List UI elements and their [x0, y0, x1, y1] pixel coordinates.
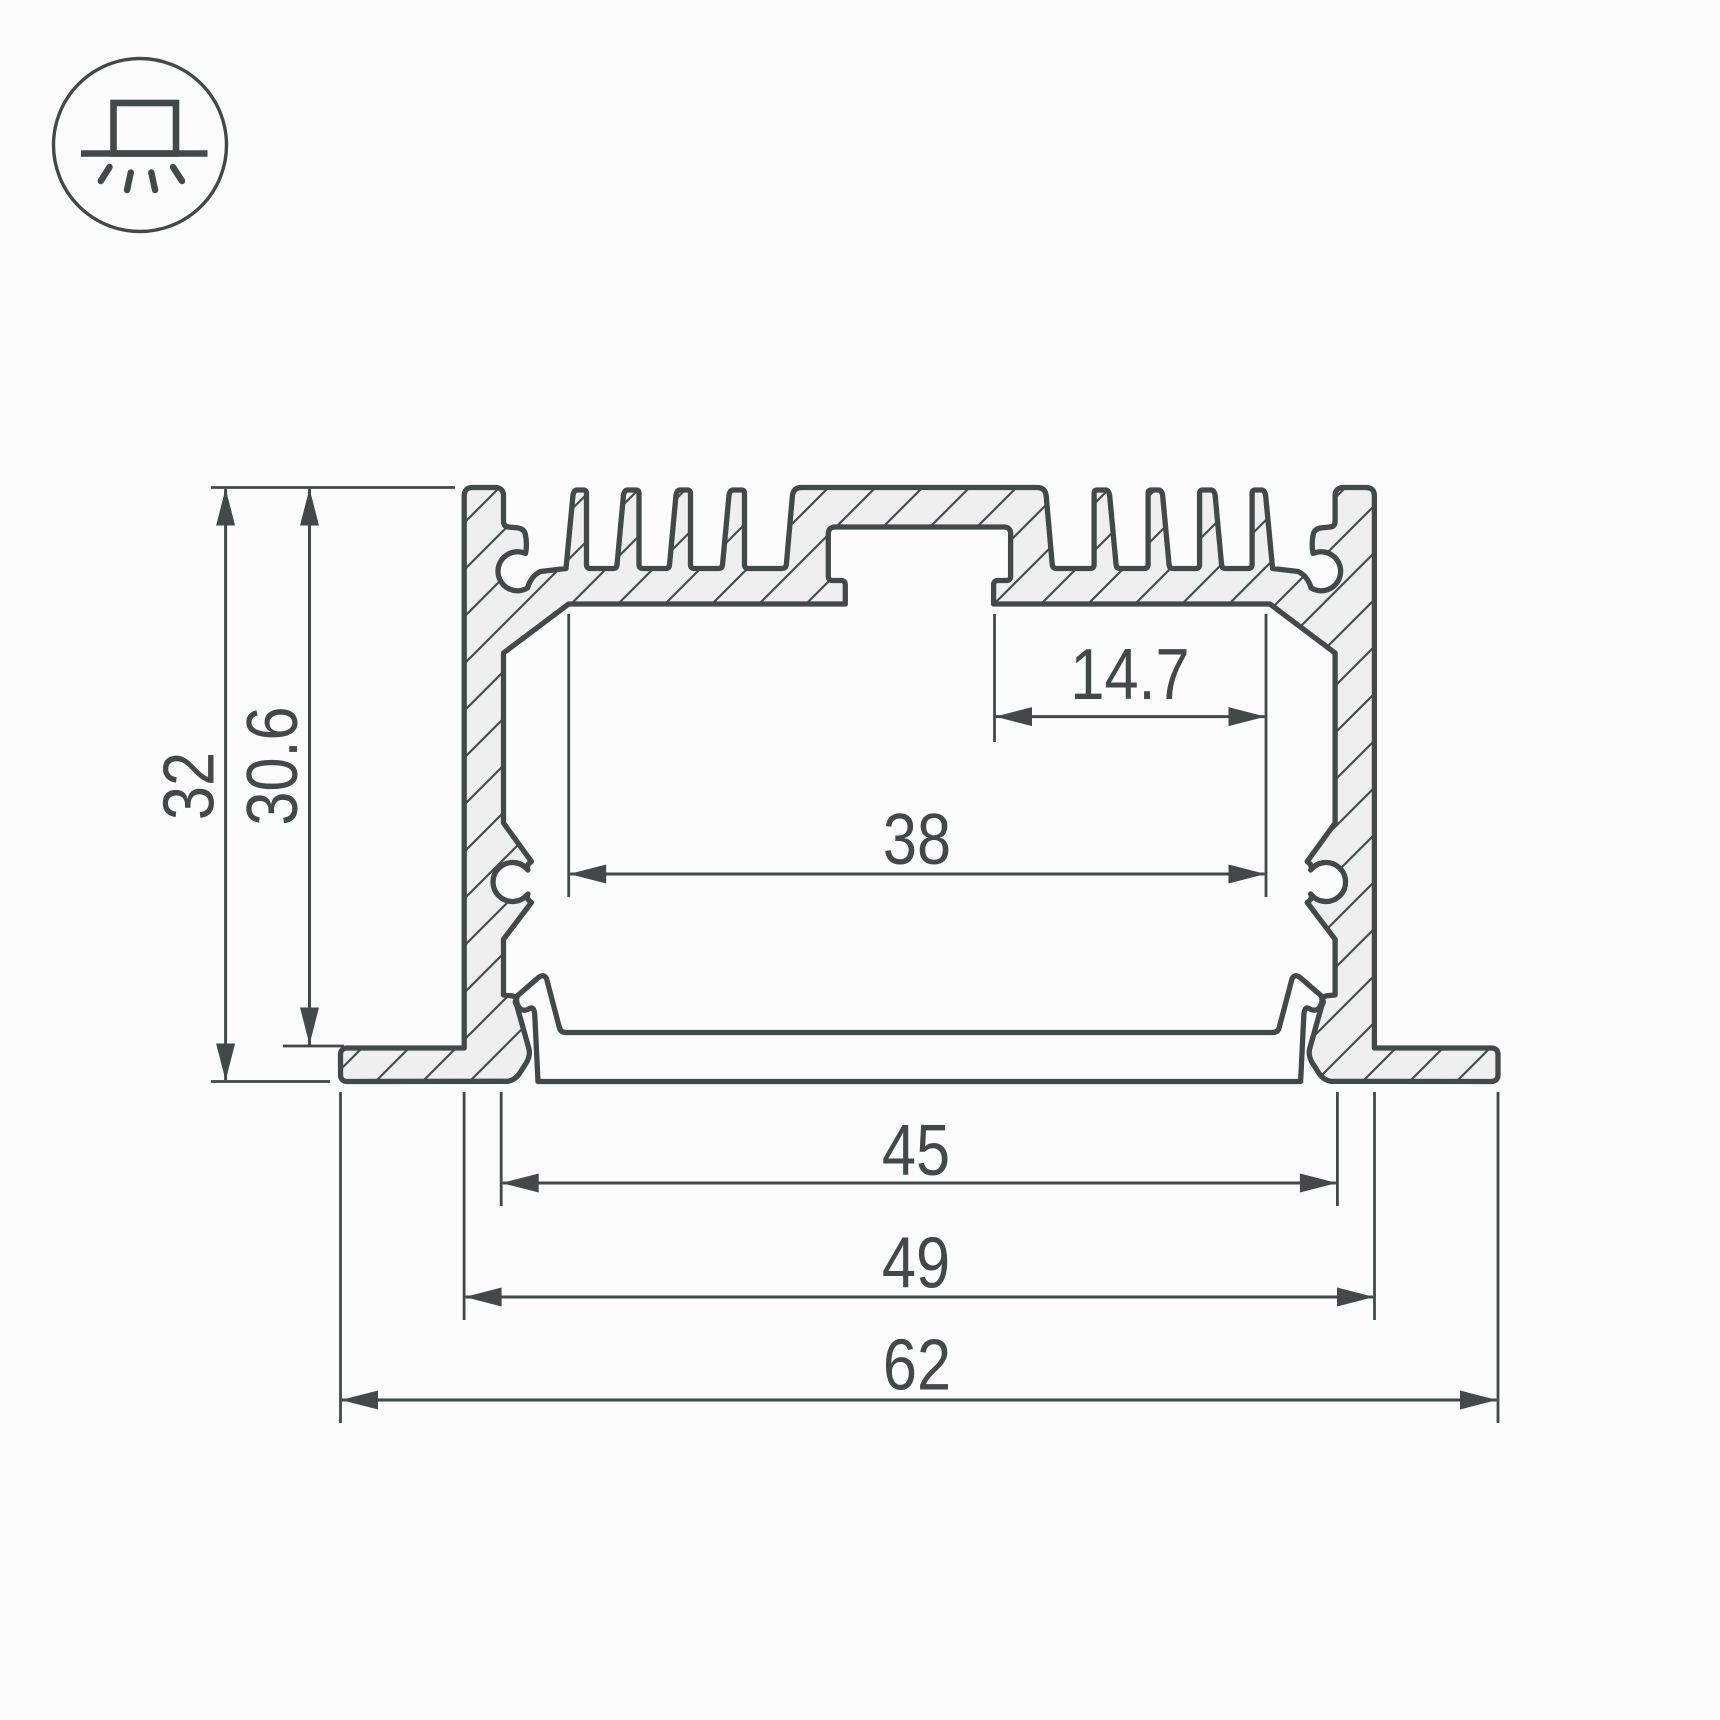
svg-text:62: 62 — [883, 1325, 951, 1406]
svg-text:32: 32 — [149, 752, 230, 820]
svg-text:49: 49 — [882, 1223, 950, 1304]
svg-text:30.6: 30.6 — [232, 706, 313, 825]
svg-text:38: 38 — [883, 799, 951, 880]
svg-text:45: 45 — [882, 1110, 950, 1191]
svg-text:14.7: 14.7 — [1070, 634, 1189, 715]
